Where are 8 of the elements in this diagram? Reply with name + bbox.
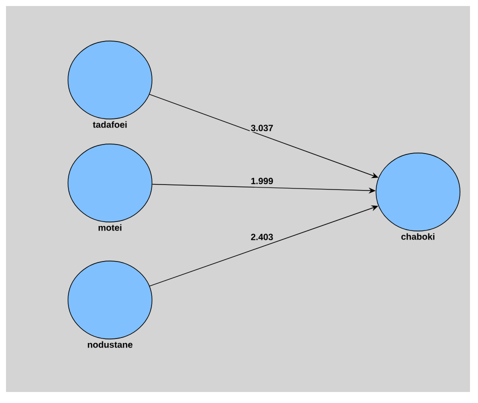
circle-node: [376, 152, 460, 232]
node-label: chaboki: [401, 233, 434, 240]
circle-node: [68, 40, 152, 120]
circle-node: [68, 144, 152, 222]
node-label: motei: [98, 224, 122, 231]
node-label: nodustane: [88, 341, 132, 348]
node-label: tadafoei: [92, 121, 127, 128]
circle-node: [68, 260, 152, 340]
